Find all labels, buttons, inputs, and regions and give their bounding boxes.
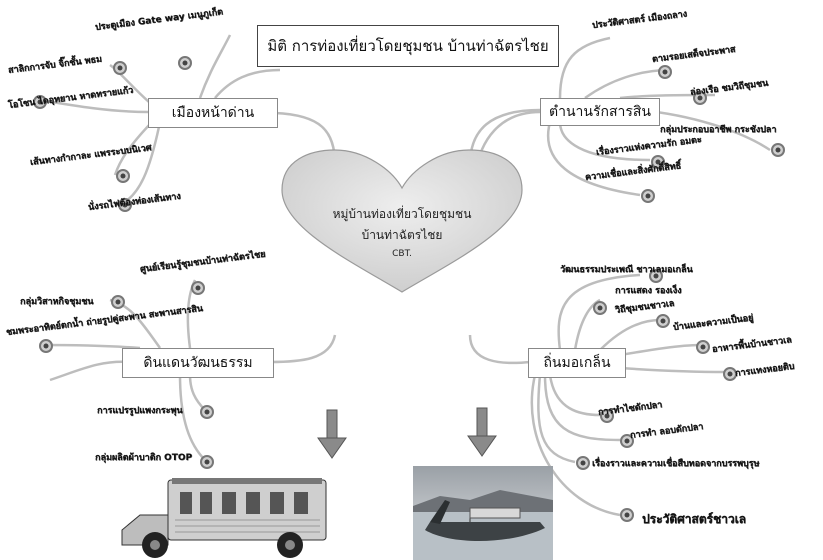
- br-item-2: การแสดง รองเง็ง: [615, 286, 682, 296]
- bullet-dot-icon: [122, 202, 128, 208]
- branch-lines: [39, 34, 771, 517]
- bl-item-2: กลุ่มวิสาหกิจชุมชน: [20, 297, 94, 307]
- branch-top-right-label: ตำนานรักสารสิน: [549, 104, 651, 120]
- boat-photo: [413, 466, 553, 560]
- bullet-dot-icon: [653, 273, 659, 279]
- arrow-down-right-icon: [467, 407, 497, 457]
- bullet-dot-icon: [645, 193, 651, 199]
- bullet-dot-icon: [662, 69, 668, 75]
- bullet-dot-icon: [697, 95, 703, 101]
- bullet-dot-icon: [624, 512, 630, 518]
- bullet-dot-icon: [775, 147, 781, 153]
- br-item-1: วัฒนธรรมประเพณี ชาวเลมอเกล็น: [560, 265, 693, 275]
- br-item-10: ประวัติศาสตร์ชาวเล: [642, 512, 747, 526]
- bullet-dot-icon: [700, 344, 706, 350]
- bullet-dot-icon: [195, 285, 201, 291]
- bullet-rings: [33, 56, 785, 522]
- bullet-dot-icon: [43, 343, 49, 349]
- center-text: หมู่บ้านท่องเที่ยวโดยชุมชน บ้านท่าฉัตรไช…: [302, 205, 502, 259]
- bullet-dot-icon: [597, 305, 603, 311]
- center-line-1: หมู่บ้านท่องเที่ยวโดยชุมชน: [332, 207, 472, 221]
- bullet-dot-icon: [120, 173, 126, 179]
- title-box: มิติ การท่องเที่ยวโดยชุมชน บ้านท่าฉัตรไช…: [257, 25, 559, 67]
- bullet-dot-icon: [604, 413, 610, 419]
- arrow-down-left-icon: [317, 409, 347, 459]
- bullet-dot-icon: [660, 318, 666, 324]
- bullet-dot-icon: [580, 460, 586, 466]
- br-item-9: เรื่องราวและความเชื่อสืบทอดจากบรรพบุรุษ: [592, 459, 760, 469]
- center-line-2: บ้านท่าฉัตรไชย: [361, 228, 443, 242]
- bullet-dot-icon: [37, 99, 43, 105]
- center-line-3: CBT.: [392, 249, 412, 259]
- branch-bottom-right-label: ถิ่นมอเกล็น: [543, 355, 611, 371]
- tr-item-4: กลุ่มประกอบอาชีพ กระชังปลา: [660, 125, 777, 135]
- branch-top-left-label: เมืองหน้าด่าน: [171, 105, 255, 121]
- bullet-dot-icon: [655, 159, 661, 165]
- bullet-dot-icon: [117, 65, 123, 71]
- bullet-dot-icon: [204, 459, 210, 465]
- branch-bottom-right: ถิ่นมอเกล็น: [528, 348, 626, 378]
- bullet-dot-icon: [727, 371, 733, 377]
- branch-top-right: ตำนานรักสารสิน: [540, 98, 660, 126]
- truck-photo: [120, 470, 335, 560]
- bullet-dot-icon: [204, 409, 210, 415]
- bl-item-5: กลุ่มผลิตผ้าบาติก OTOP: [95, 453, 193, 463]
- branch-top-left: เมืองหน้าด่าน: [148, 98, 278, 128]
- bullet-dot-icon: [182, 60, 188, 66]
- branch-bottom-left-label: ดินแดนวัฒนธรรม: [143, 355, 253, 371]
- bl-item-4: การแปรรูปแพงกระพุน: [97, 406, 183, 416]
- center-heart: [281, 149, 523, 293]
- bullet-dot-icon: [115, 299, 121, 305]
- page-title: มิติ การท่องเที่ยวโดยชุมชน บ้านท่าฉัตรไช…: [267, 37, 549, 55]
- branch-bottom-left: ดินแดนวัฒนธรรม: [122, 348, 274, 378]
- bullet-dot-icon: [624, 438, 630, 444]
